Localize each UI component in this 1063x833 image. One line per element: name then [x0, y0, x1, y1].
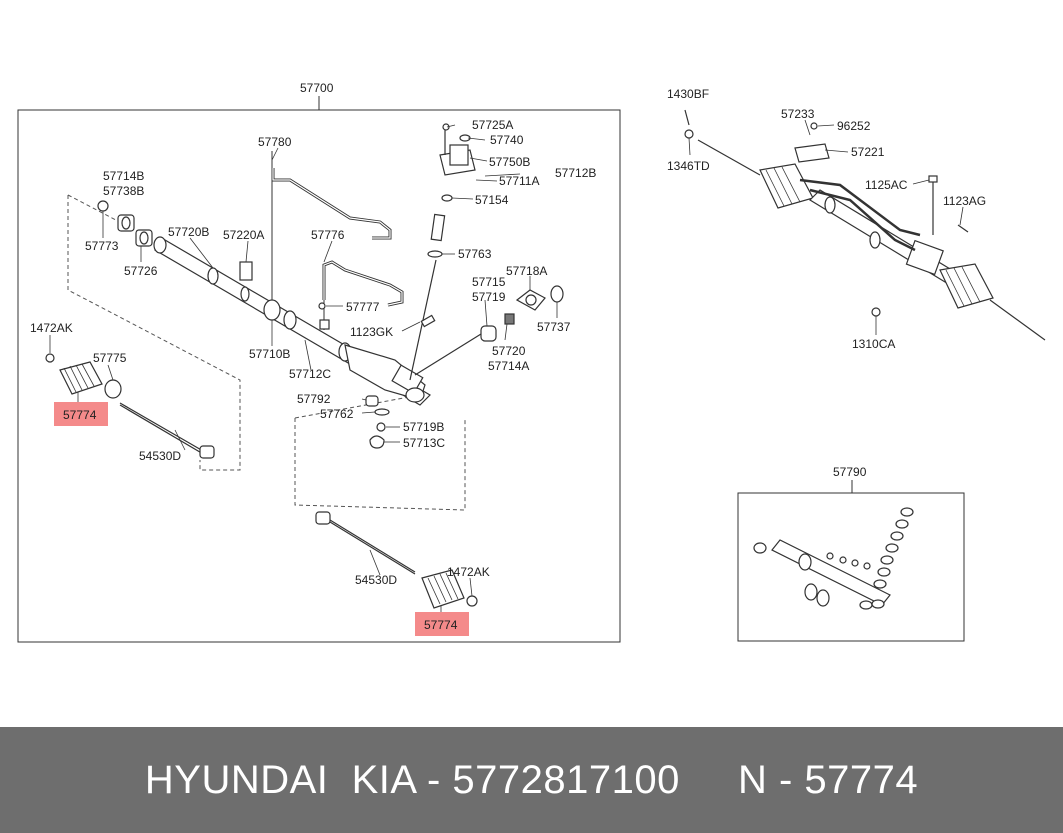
- callout-57773: 57773: [85, 239, 119, 253]
- callout-57725A: 57725A: [472, 118, 513, 132]
- callout-1430BF: 1430BF: [667, 87, 709, 101]
- callout-54530D-left: 54530D: [139, 449, 181, 463]
- callout-57780: 57780: [258, 135, 292, 149]
- right-tie-rod-group: [315, 511, 478, 609]
- callout-57720: 57720: [492, 344, 526, 358]
- callout-57718A: 57718A: [506, 264, 547, 278]
- highlight-box-left: [54, 402, 108, 426]
- kit-parts: [753, 507, 914, 610]
- part-number-caption: HYUNDAI KIA - 5772817100 N - 57774: [144, 757, 919, 802]
- callout-57738B: 57738B: [103, 184, 144, 198]
- callout-57713C: 57713C: [403, 436, 445, 450]
- callout-57233: 57233: [781, 107, 815, 121]
- callout-57762: 57762: [320, 407, 354, 421]
- kit-frame: [737, 492, 965, 642]
- callout-57776: 57776: [311, 228, 345, 242]
- callout-1310CA: 1310CA: [852, 337, 895, 351]
- callout-1472AK-left: 1472AK: [30, 321, 73, 335]
- footer-banner: HYUNDAI KIA - 5772817100 N - 57774: [0, 727, 1063, 833]
- callout-57719: 57719: [472, 290, 506, 304]
- callout-57220A: 57220A: [223, 228, 264, 242]
- callout-57714B: 57714B: [103, 169, 144, 183]
- callout-57726: 57726: [124, 264, 158, 278]
- main-assembly-label: 57700: [300, 81, 334, 95]
- callout-1472AK-right: 1472AK: [447, 565, 490, 579]
- callout-57750B: 57750B: [489, 155, 530, 169]
- callout-1346TD: 1346TD: [667, 159, 710, 173]
- callout-1125AC: 1125AC: [865, 178, 908, 192]
- callout-57763: 57763: [458, 247, 492, 261]
- callout-57737: 57737: [537, 320, 571, 334]
- callout-57715: 57715: [472, 275, 506, 289]
- leader-lines: [49, 119, 964, 614]
- callout-57712B: 57712B: [555, 166, 596, 180]
- callout-57714A: 57714A: [488, 359, 529, 373]
- pipe-57776: [322, 260, 404, 307]
- yoke-parts: [414, 285, 564, 376]
- highlight-box-right: [415, 612, 469, 636]
- small-parts: [239, 261, 436, 449]
- callout-57720B: 57720B: [168, 225, 209, 239]
- callout-1123AG: 1123AG: [943, 194, 986, 208]
- overview-assembly: [684, 109, 1046, 341]
- callout-57221: 57221: [851, 145, 885, 159]
- callout-96252: 96252: [837, 119, 871, 133]
- callout-57712C: 57712C: [289, 367, 331, 381]
- callout-57710B: 57710B: [249, 347, 290, 361]
- valve-body: [439, 123, 476, 176]
- callout-57719B: 57719B: [403, 420, 444, 434]
- callout-54530D-right: 54530D: [355, 573, 397, 587]
- callout-57740: 57740: [490, 133, 524, 147]
- pinion-shaft: [409, 194, 453, 381]
- rack-housing: [153, 236, 431, 406]
- highlight-label-left: 57774: [63, 408, 97, 422]
- left-dashed-region: [67, 195, 241, 471]
- callout-57777: 57777: [346, 300, 380, 314]
- left-tie-rod-group: [45, 200, 215, 459]
- callout-1123GK: 1123GK: [350, 325, 393, 339]
- parts-diagram: 57700: [17, 81, 1046, 643]
- callout-57154: 57154: [475, 193, 509, 207]
- lower-dashed-region: [294, 418, 466, 511]
- kit-assembly-label: 57790: [833, 465, 867, 479]
- callout-57775: 57775: [93, 351, 127, 365]
- callout-57792: 57792: [297, 392, 331, 406]
- highlight-label-right: 57774: [424, 618, 458, 632]
- callout-57711A: 57711A: [499, 174, 539, 188]
